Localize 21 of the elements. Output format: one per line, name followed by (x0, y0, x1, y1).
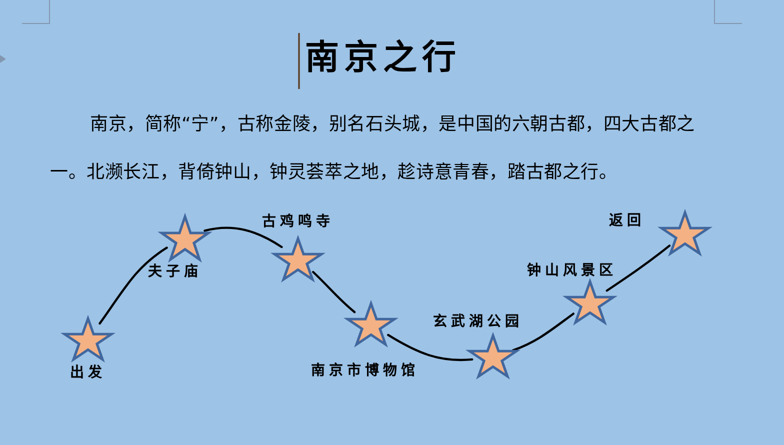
place-label: 古鸡鸣寺 (262, 212, 334, 232)
star-marker (346, 302, 396, 346)
star-marker (160, 215, 210, 261)
star-marker (468, 334, 518, 378)
route-curve (312, 270, 356, 314)
star-marker (660, 211, 710, 255)
route-curve (606, 244, 671, 292)
place-label: 钟山风景区 (527, 262, 617, 281)
route-curve (512, 312, 574, 352)
place-label: 玄武湖公园 (433, 312, 523, 332)
place-label: 夫子庙 (148, 262, 202, 282)
page-title: 南京之行 (305, 37, 461, 80)
route-curve (204, 226, 283, 248)
star-marker (273, 237, 323, 281)
paragraph: 南京，简称“宁”，古称金陵，别名石头城，是中国的六朝古都，四大古都之一。北濒长江，背倚钟山，钟灵荟萃之地，趁诗意青春，踏古都之行。 (50, 113, 696, 185)
place-label: 返回 (609, 212, 645, 231)
place-label: 南京市博物馆 (311, 362, 419, 381)
star-marker (63, 317, 113, 361)
star-marker (565, 280, 615, 324)
place-label: 出发 (70, 364, 106, 383)
route-curve (387, 334, 474, 362)
